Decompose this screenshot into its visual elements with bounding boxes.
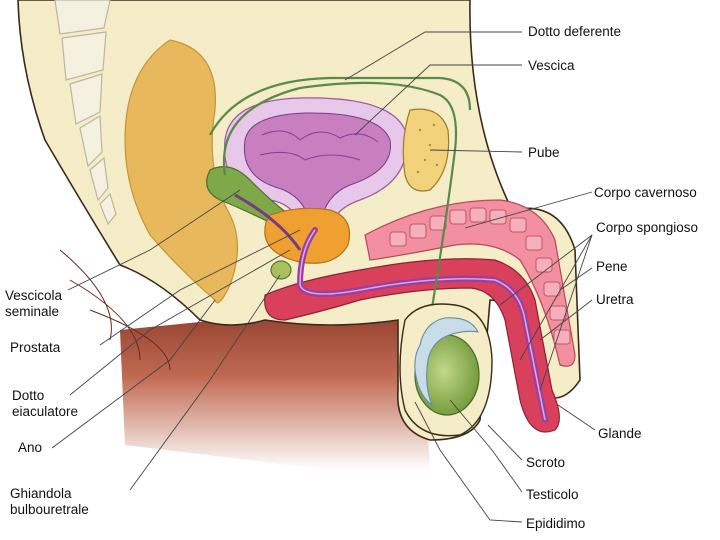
bladder-rugae <box>259 130 379 161</box>
label-testicolo: Testicolo <box>526 487 579 502</box>
label-vescica: Vescica <box>528 58 575 73</box>
label-pube: Pube <box>528 145 560 160</box>
prostate <box>264 207 351 264</box>
label-glande: Glande <box>598 426 642 441</box>
urethra-core <box>299 229 546 421</box>
thigh-shading <box>120 300 430 470</box>
label-corpo-cavernoso: Corpo cavernoso <box>594 185 697 200</box>
label-scroto: Scroto <box>526 455 566 470</box>
corpus-cavernosum <box>364 199 576 367</box>
rectum <box>124 39 239 304</box>
label-uretra: Uretra <box>596 292 634 307</box>
pubic-bone-texture <box>416 123 439 174</box>
label-prostata: Prostata <box>10 340 61 355</box>
bladder <box>243 112 391 226</box>
corpus-spongiosum <box>264 258 560 433</box>
corpus-cavernosum-chambers <box>389 207 571 345</box>
leader-lines <box>51 31 596 523</box>
perineum-folds <box>59 249 171 371</box>
sacrum <box>54 0 117 226</box>
label-corpo-spongioso: Corpo spongioso <box>596 220 699 235</box>
label-dotto-deferente: Dotto deferente <box>528 24 622 39</box>
ejaculatory-duct <box>234 193 302 251</box>
label-ano: Ano <box>18 440 43 455</box>
epididymis <box>414 317 479 407</box>
bulbourethral-gland <box>270 260 292 280</box>
label-pene: Pene <box>596 259 628 274</box>
peritoneum-line <box>209 76 472 136</box>
label-ghiandola-bulbouretrale: Ghiandola bulbouretrale <box>10 486 89 517</box>
label-dotto-eiaculatore: Dotto eiaculatore <box>12 388 79 419</box>
label-vescicola-seminale: Vescicola seminale <box>5 288 63 319</box>
pubic-bone <box>402 108 450 192</box>
label-epididimo: Epididimo <box>526 516 586 531</box>
